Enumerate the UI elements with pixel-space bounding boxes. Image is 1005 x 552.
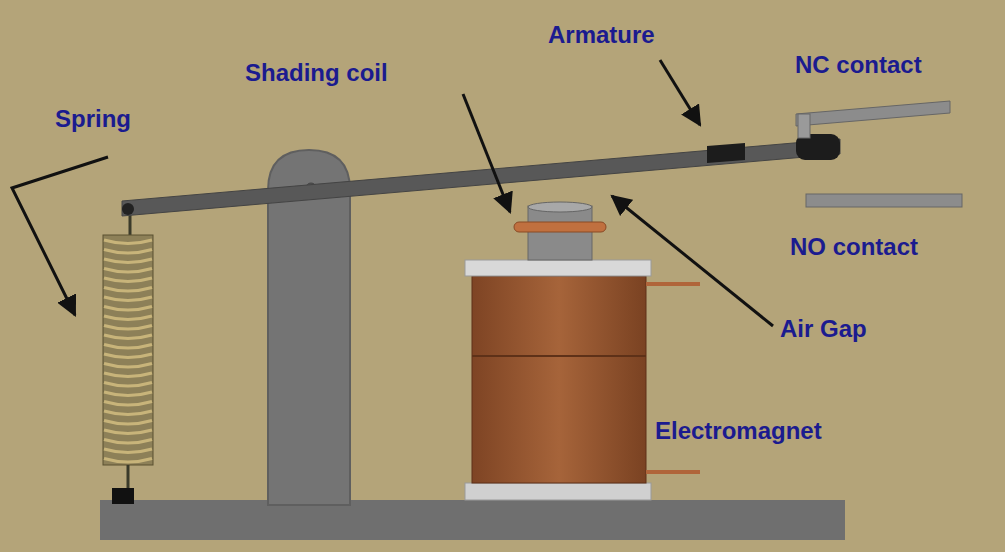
leader-line: [660, 60, 700, 125]
spring-winding: [104, 288, 152, 292]
leader-line: [12, 157, 108, 315]
pivot-post: [268, 150, 350, 505]
electromagnet-coil: [472, 276, 646, 483]
part-label: Shading coil: [245, 60, 388, 86]
spring-winding: [104, 383, 152, 387]
part-label: Spring: [55, 106, 131, 132]
bottom-plate: [465, 483, 651, 500]
spring: [103, 215, 153, 504]
top-plate: [465, 260, 651, 276]
spring-winding: [104, 421, 152, 425]
base-plate: [100, 500, 845, 540]
spring-winding: [104, 240, 152, 244]
coil-terminal: [646, 282, 700, 286]
spring-winding: [104, 259, 152, 263]
insulator-sleeve: [707, 143, 745, 163]
armature: [122, 139, 840, 216]
spring-winding: [104, 326, 152, 330]
shading-coil: [514, 222, 606, 232]
spring-winding: [104, 392, 152, 396]
part-label: NC contact: [795, 52, 922, 78]
spring-winding: [104, 459, 152, 463]
coil-terminal: [646, 470, 700, 474]
spring-winding: [104, 345, 152, 349]
spring-winding: [104, 440, 152, 444]
spring-winding: [104, 250, 152, 254]
part-label: NO contact: [790, 234, 918, 260]
spring-winding: [104, 269, 152, 273]
spring-winding: [104, 373, 152, 377]
leader-line: [463, 94, 510, 212]
spring-winding: [104, 278, 152, 282]
spring-winding: [104, 430, 152, 434]
spring-winding: [104, 335, 152, 339]
spring-winding: [104, 364, 152, 368]
spring-anchor: [112, 488, 134, 504]
part-label: Armature: [548, 22, 655, 48]
part-label: Air Gap: [780, 316, 867, 342]
spring-winding: [104, 411, 152, 415]
iron-core: [528, 206, 592, 260]
part-label: Electromagnet: [655, 418, 822, 444]
spring-winding: [104, 449, 152, 453]
spring-winding: [104, 316, 152, 320]
spring-winding: [104, 402, 152, 406]
spring-winding: [104, 297, 152, 301]
no-contact: [806, 194, 962, 207]
spring-winding: [104, 354, 152, 358]
spring-winding: [104, 307, 152, 311]
nc-contact: [796, 101, 950, 126]
leader-line: [612, 196, 773, 326]
